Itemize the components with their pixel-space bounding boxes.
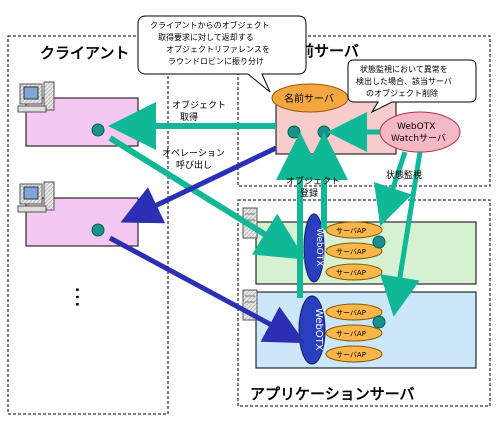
client-panel-1 [25,97,139,147]
server-ap-label: サーバAP [336,269,366,277]
callout-line-3: オブジェクトリファレンスを [166,44,270,54]
app-server-zone [237,199,491,407]
callout-line-4: ラウンドロビンに振り分け [168,56,264,66]
invoke-label-1: オペレーション [162,148,225,159]
server-ap-1c [325,263,383,281]
server-ap-stack-2: サーバAP サーバAP サーバAP [325,303,383,363]
server-ap-stack-1: サーバAP サーバAP サーバAP [325,221,383,281]
round-robin-callout: クライアントからのオブジェクト 取得要求に対して返却する オブジェクトリファレン… [137,15,307,93]
server-ap-2c [325,345,383,363]
server-ap-label: サーバAP [336,351,366,359]
monitor-line-1: 状態監視において異常を [360,64,448,74]
app-server-zone-title: アプリケーションサーバ [250,385,415,403]
monitor-label: 状態監視 [386,169,422,181]
computer-icon [17,181,55,213]
more-clients-ellipsis: … [70,286,95,308]
server-ap-label: サーバAP [336,309,366,317]
name-server-zone [237,35,491,187]
watch-server-label-2: Watchサーバ [391,133,446,144]
client-computer-1 [17,81,139,147]
name-server-ellipse-label: 名前サーバ [284,92,334,105]
register-label-2: 登録 [300,187,318,199]
arrow-client-to-app1 [108,135,306,260]
computer-icon [17,81,55,113]
server-ap-2b [325,324,383,342]
client-computer-2 [17,181,139,247]
client-panel-2 [25,197,139,247]
arrow-monitor-app2 [380,151,423,317]
watch-server-ellipse [379,111,461,153]
app-object-1 [372,235,386,249]
app-server-2: サーバAP サーバAP サーバAP [242,289,477,369]
name-server-object-1 [287,125,301,139]
app-object-2 [372,315,386,329]
watch-server-label-1: WebOTX [397,122,435,132]
arrow-client-to-app2 [108,235,306,344]
callout-line-1: クライアントからのオブジェクト [150,20,270,30]
monitor-callout: 状態監視において異常を 検出した場合、該当サーバ のオブジェクト削除 [347,59,477,114]
client-zone [7,35,169,415]
client-object-2 [91,223,105,237]
arrow-monitor-app1 [373,151,412,227]
monitor-line-2: 検出した場合、該当サーバ [356,76,452,86]
webotx-label-1: WebOTX [314,228,324,266]
client-zone-title: クライアント [40,44,129,62]
server-ap-1b [325,242,383,260]
webotx-label-2: WebOTX [313,308,324,351]
server-ap-label: サーバAP [336,330,366,338]
get-object-label-2: 取得 [180,111,198,123]
name-server-object-2 [317,125,331,139]
server-ap-label: サーバAP [336,248,366,256]
server-ap-label: サーバAP [336,227,366,235]
invoke-label-2: 呼び出し [176,159,212,171]
callout-line-2: 取得要求に対して返却する [158,32,254,42]
register-label-1: オブジェクト [286,175,340,187]
client-object-1 [91,123,105,137]
arrow-invoke-operation [120,145,278,224]
monitor-line-3: のオブジェクト削除 [366,88,438,98]
get-object-label-1: オブジェクト [172,99,226,111]
